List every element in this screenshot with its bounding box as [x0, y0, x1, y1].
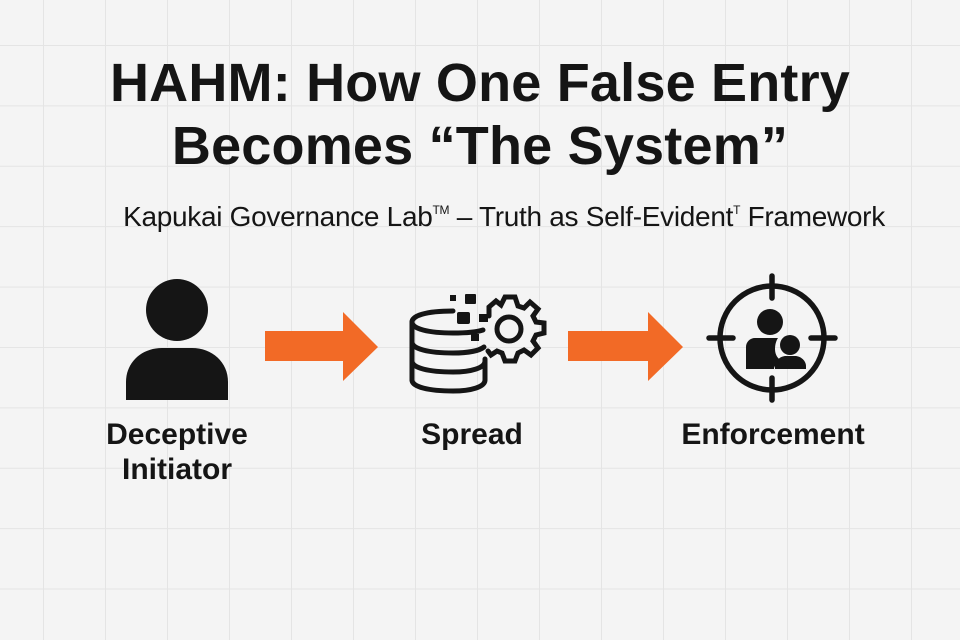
subtitle-org: Kapukai Governance Lab	[123, 201, 433, 232]
arrow-right-icon	[265, 312, 378, 381]
title-line-2: Becomes “The System”	[171, 116, 789, 176]
diagram-subtitle: Kapukai Governance LabTM – Truth as Self…	[0, 192, 960, 235]
step-label-spread: Spread	[372, 417, 572, 452]
label-line-2: Initiator	[122, 453, 232, 486]
trademark-mark: TM	[432, 203, 450, 217]
label-line-1: Enforcement	[681, 418, 865, 451]
superscript-mark: T	[733, 203, 741, 217]
label-line-1: Spread	[421, 418, 523, 451]
database-gear-icon	[409, 294, 547, 394]
step-label-enforcement: Enforcement	[653, 417, 893, 452]
person-icon	[126, 279, 228, 400]
subtitle-middle: – Truth as Self-Evident	[449, 201, 734, 232]
label-line-1: Deceptive	[106, 418, 248, 451]
title-line-1: HAHM: How One False Entry	[109, 53, 851, 113]
arrow-right-icon	[568, 312, 683, 381]
diagram-title: HAHM: How One False Entry Becomes “The S…	[0, 52, 960, 178]
target-people-icon	[706, 273, 838, 403]
step-label-deceptive-initiator: Deceptive Initiator	[77, 417, 277, 487]
subtitle-suffix: Framework	[740, 201, 886, 232]
